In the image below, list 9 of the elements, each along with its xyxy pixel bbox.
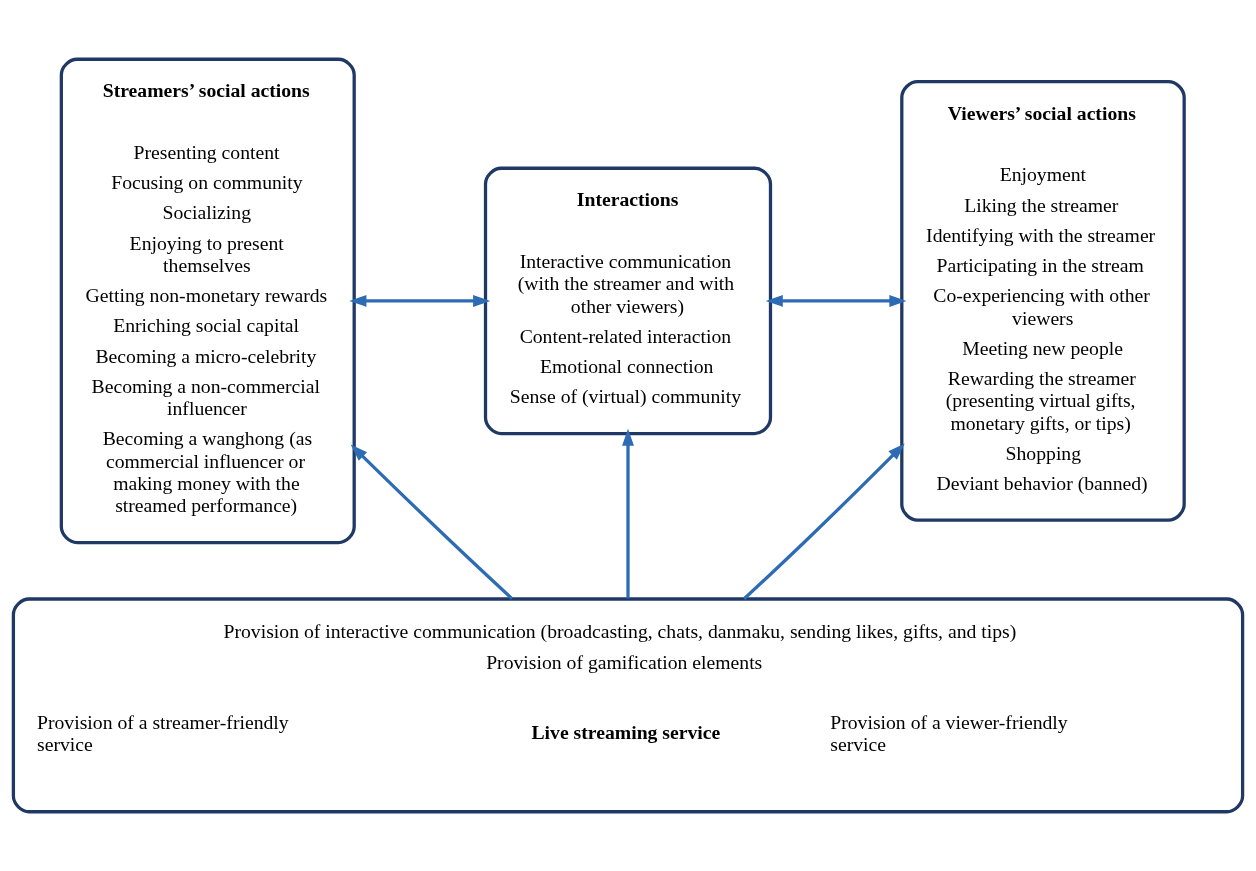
- node-box: Viewers’ social actions Enjoyment Liking the streamer Identifying with the streamer Participating in the stream Co-experiencing with other viewers Meeting new people Rewarding the streamer (presenting virtual gifts, monetary gifts, or tips) Shopping Deviant behavior (banned): [900, 79, 1186, 522]
- arrow: [350, 444, 514, 600]
- arrow: [349, 294, 491, 307]
- arrow: [622, 428, 634, 599]
- node-box: Interactions Interactive communication (with the streamer and with other viewers) Content-related interaction Emotional connection Sense of (virtual) community: [483, 166, 773, 436]
- arrow: [765, 294, 907, 307]
- node-box: Streamers’ social actions Presenting content Focusing on community Socializing Enjoying to present themselves Getting non-monetary rewards Enriching social capital Becoming a micro-celebrity Becoming a non-commercial influencer Becoming a wanghong (as commercial influencer or making money with the streamed performance): [59, 57, 356, 545]
- arrow: [743, 443, 905, 600]
- node-box: Provision of interactive communication (broadcasting, chats, danmaku, sending likes, gifts, and tips) Provision of gamification elements Provision of a streamer-friendly service Live streaming service Provision of a viewer-friendly service: [11, 597, 1245, 814]
